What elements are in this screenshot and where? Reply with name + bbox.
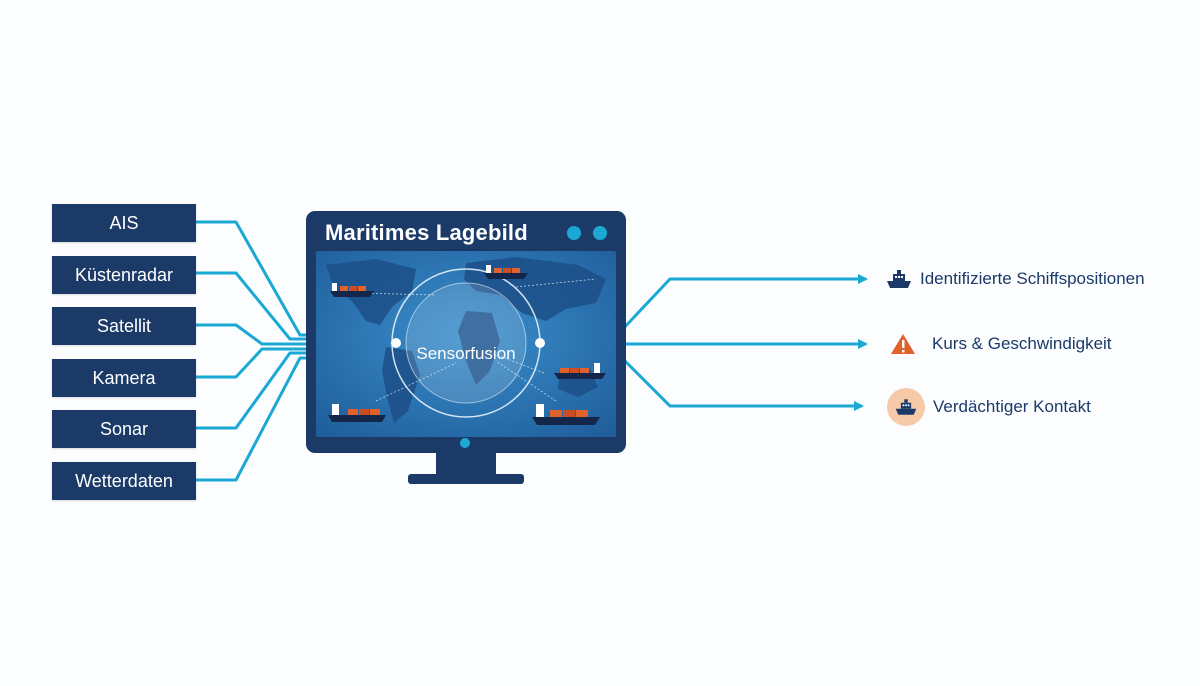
ship-icon (484, 265, 528, 279)
output-course-speed: Kurs & Geschwindigkeit (888, 329, 1112, 359)
connector-out-suspect (600, 354, 864, 411)
output-label: Verdächtiger Kontakt (933, 397, 1091, 416)
output-suspicious-contact: Verdächtiger Kontakt (887, 388, 1091, 426)
source-label: Wetterdaten (75, 470, 173, 491)
monitor: Maritimes Lagebild (306, 211, 626, 453)
connector-kuestenradar (196, 271, 318, 341)
ship-icon (330, 283, 374, 297)
source-label: AIS (109, 212, 139, 233)
fusion-core (406, 283, 526, 403)
fusion-label: Sensorfusion (416, 344, 516, 363)
source-label: Satellit (96, 315, 152, 336)
monitor-base (408, 474, 524, 484)
ship-alert-icon (887, 388, 925, 426)
power-led-icon (460, 438, 470, 448)
output-label: Kurs & Geschwindigkeit (932, 334, 1112, 353)
source-label: Küstenradar (74, 264, 174, 285)
monitor-title: Maritimes Lagebild (325, 220, 528, 245)
source-sonar: Sonar (52, 410, 196, 448)
world-map (316, 251, 616, 437)
ship-icon (328, 404, 386, 422)
connector-ais (196, 220, 318, 337)
ship-icon (532, 404, 600, 425)
source-ais: AIS (52, 204, 196, 242)
source-satellit: Satellit (52, 307, 196, 345)
monitor-stand (436, 453, 496, 477)
connector-sonar (196, 351, 318, 430)
source-wetterdaten: Wetterdaten (52, 462, 196, 500)
warning-icon (888, 329, 918, 359)
fusion-node-right (535, 338, 545, 348)
source-kamera: Kamera (52, 359, 196, 397)
window-dot-icon (593, 226, 607, 240)
source-kuestenradar: Küstenradar (52, 256, 196, 294)
output-ship-positions: Identifizierte Schiffspositionen (884, 264, 1145, 294)
output-label: Identifizierte Schiffspositionen (920, 269, 1145, 288)
connector-satellit (196, 323, 318, 346)
map-screen: Sensorfusion (316, 251, 616, 437)
source-label: Kamera (92, 367, 156, 388)
ship-icon (554, 363, 606, 379)
window-dot-icon (567, 226, 581, 240)
ship-icon (884, 264, 914, 294)
connector-out-positions (600, 274, 868, 334)
connector-kamera (196, 347, 318, 379)
fusion-node-left (391, 338, 401, 348)
source-label: Sonar (99, 418, 149, 439)
